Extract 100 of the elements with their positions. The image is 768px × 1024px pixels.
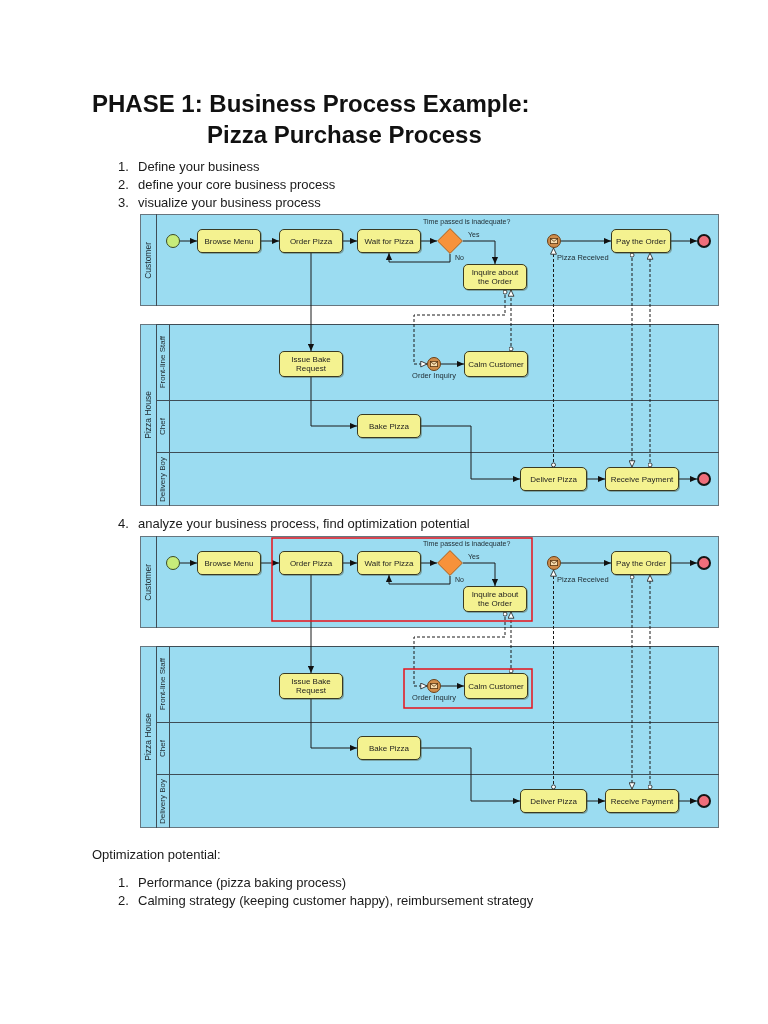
message-flow-arrow — [413, 289, 508, 368]
task-box: Receive Payment — [605, 467, 679, 491]
message-flow-arrow — [550, 247, 557, 468]
list-item-text: Define your business — [138, 158, 260, 176]
task-box: Inquire about the Order — [463, 264, 527, 290]
end-event-circle — [697, 472, 711, 486]
sequence-flow-arrow — [462, 562, 499, 587]
pool-label: Customer — [143, 241, 153, 279]
sequence-flow-arrow — [385, 252, 451, 263]
list-item-text: Calming strategy (keeping customer happy), reimbursement strategy — [138, 892, 534, 910]
message-flow-arrow — [550, 569, 557, 790]
lane-label: Front-line Staff — [158, 335, 167, 389]
lane-label: Delivery Boy — [158, 778, 167, 824]
list-number: 3. — [118, 194, 129, 212]
decision-diamond — [437, 228, 463, 254]
list-item-text: visualize your business process — [138, 194, 321, 212]
swimlane-lane — [156, 722, 719, 774]
task-box: Receive Payment — [605, 789, 679, 813]
pool-label: Pizza House — [143, 713, 153, 761]
sequence-flow-arrow — [440, 360, 465, 368]
swimlane-pool — [140, 646, 719, 828]
sequence-flow-arrow — [420, 747, 521, 805]
end-event-circle — [697, 234, 711, 248]
sequence-flow-arrow — [586, 475, 606, 483]
sequence-flow-arrow — [310, 376, 358, 430]
message-flow-arrow — [646, 574, 654, 790]
list-item-text: analyze your business process, find optimization potential — [138, 515, 470, 533]
task-box: Order Pizza — [279, 551, 343, 575]
message-flow-arrow — [507, 611, 515, 674]
swimlane-lane — [156, 646, 719, 722]
sequence-flow-arrow — [440, 682, 465, 690]
task-box: Order Pizza — [279, 229, 343, 253]
task-box: Wait for Pizza — [357, 551, 421, 575]
lane-label: Chef — [158, 739, 167, 757]
swimlane-pool — [140, 536, 719, 628]
sequence-flow-arrow — [420, 425, 521, 483]
end-event-circle — [697, 794, 711, 808]
start-event-circle — [166, 234, 180, 248]
message-flow-arrow — [413, 611, 508, 690]
sequence-flow-arrow — [462, 240, 499, 265]
end-event-circle — [697, 556, 711, 570]
message-flow-arrow — [628, 252, 636, 468]
sequence-flow-arrow — [586, 797, 606, 805]
list-number: 1. — [118, 874, 129, 892]
sequence-flow-arrow — [420, 559, 438, 567]
sequence-flow-arrow — [310, 698, 358, 752]
message-flow-arrow — [507, 289, 515, 352]
sequence-flow-arrow — [260, 237, 280, 245]
task-box: Pay the Order — [611, 551, 671, 575]
sequence-flow-arrow — [179, 559, 198, 567]
pool-label: Pizza House — [143, 391, 153, 439]
sequence-flow-arrow — [670, 559, 698, 567]
task-box: Bake Pizza — [357, 414, 421, 438]
task-box: Pay the Order — [611, 229, 671, 253]
sequence-flow-arrow — [560, 237, 612, 245]
lane-label: Chef — [158, 417, 167, 435]
sequence-flow-arrow — [678, 475, 698, 483]
message-flow-arrow — [646, 252, 654, 468]
list-item-text: Performance (pizza baking process) — [138, 874, 347, 892]
swimlane-lane — [156, 452, 719, 506]
page-title: PHASE 1: Business Process Example: Pizza Purchase Process — [92, 89, 531, 150]
message-event-circle — [427, 679, 441, 693]
lane-label: Front-line Staff — [158, 657, 167, 711]
swimlane-lane — [156, 324, 719, 400]
task-box: Issue Bake Request — [279, 351, 343, 377]
paragraph-text: Optimization potential: — [92, 846, 221, 864]
task-box: Calm Customer — [464, 673, 528, 699]
sequence-flow-arrow — [307, 574, 315, 674]
list-number: 1. — [118, 158, 129, 176]
list-item-text: define your core business process — [138, 176, 336, 194]
sequence-flow-arrow — [342, 237, 358, 245]
swimlane-lane — [156, 400, 719, 452]
swimlane-pool — [140, 214, 719, 306]
sequence-flow-arrow — [670, 237, 698, 245]
task-box: Deliver Pizza — [520, 789, 587, 813]
task-box: Browse Menu — [197, 229, 261, 253]
sequence-flow-arrow — [560, 559, 612, 567]
list-number: 2. — [118, 892, 129, 910]
message-flow-arrow — [628, 574, 636, 790]
task-box: Bake Pizza — [357, 736, 421, 760]
sequence-flow-arrow — [420, 237, 438, 245]
task-box: Issue Bake Request — [279, 673, 343, 699]
task-box: Calm Customer — [464, 351, 528, 377]
task-box: Browse Menu — [197, 551, 261, 575]
sequence-flow-arrow — [260, 559, 280, 567]
message-event-circle — [547, 234, 561, 248]
task-box: Wait for Pizza — [357, 229, 421, 253]
message-event-circle — [547, 556, 561, 570]
sequence-flow-arrow — [678, 797, 698, 805]
sequence-flow-arrow — [307, 252, 315, 352]
message-event-circle — [427, 357, 441, 371]
task-box: Deliver Pizza — [520, 467, 587, 491]
sequence-flow-arrow — [385, 574, 451, 585]
start-event-circle — [166, 556, 180, 570]
task-box: Inquire about the Order — [463, 586, 527, 612]
swimlane-lane — [156, 774, 719, 828]
lane-label: Delivery Boy — [158, 456, 167, 502]
decision-diamond — [437, 550, 463, 576]
list-number: 2. — [118, 176, 129, 194]
swimlane-pool — [140, 324, 719, 506]
